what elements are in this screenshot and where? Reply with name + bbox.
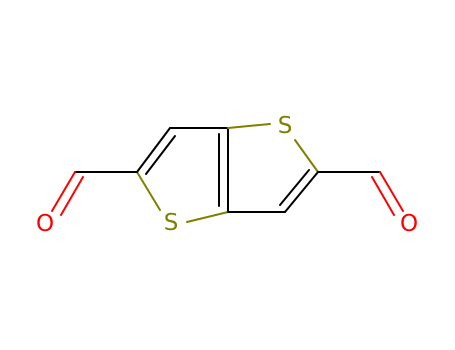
bond-cho-o-left-b — [60, 176, 84, 216]
bond-cho-o-right-a — [379, 171, 404, 212]
bond-cho-o-left-a — [51, 171, 76, 212]
bond-c3a-s4 — [227, 123, 271, 129]
bond-c2-c3-double — [145, 135, 176, 175]
sulfur-top-label: S — [278, 113, 293, 139]
bond-cho-o-right-b — [371, 176, 395, 216]
bond-c5-c6-double — [279, 169, 310, 206]
bond-s1-c2 — [136, 171, 161, 211]
oxygen-right-label: O — [400, 211, 418, 237]
bond-c6a-s1 — [186, 211, 229, 223]
bond-s4-c5 — [294, 139, 319, 173]
bond-c5-c6 — [284, 171, 319, 213]
bond-c2-c3 — [136, 127, 171, 173]
sulfur-bottom-label: S — [164, 210, 179, 236]
oxygen-left-label: O — [36, 211, 54, 237]
